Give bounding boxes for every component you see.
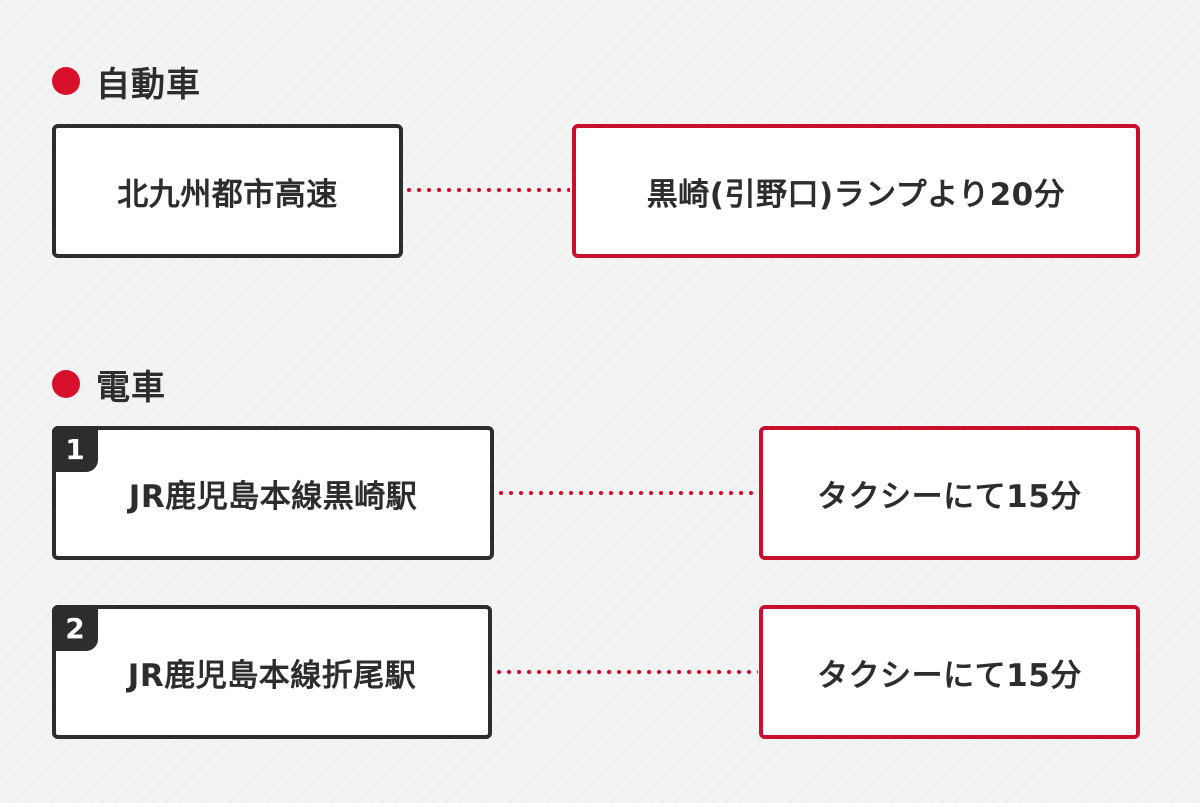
train-route-1-connector-dots [496,491,758,495]
train-route-2-detail-box: タクシーにて15分 [759,605,1140,739]
car-detail-box: 黒崎(引野口)ランプより20分 [572,124,1140,258]
train-route-2-box: 2 JR鹿児島本線折尾駅 [52,605,492,739]
car-route-box: 北九州都市高速 [52,124,403,258]
car-section-heading: 自動車 [52,61,201,105]
car-detail-label: 黒崎(引野口)ランプより20分 [646,176,1066,213]
train-route-2-station: JR鹿児島本線折尾駅 [127,657,417,694]
train-route-2-connector-dots [494,670,758,674]
train-section-heading: 電車 [52,364,166,408]
train-route-1-box: 1 JR鹿児島本線黒崎駅 [52,426,494,560]
route-number-badge: 1 [52,426,98,472]
train-route-1-station: JR鹿児島本線黒崎駅 [128,478,418,515]
route-number-badge: 2 [52,605,98,651]
car-connector-dots [404,188,570,192]
train-route-1-detail-box: タクシーにて15分 [759,426,1140,560]
train-heading-text: 電車 [96,367,166,408]
train-route-2-detail: タクシーにて15分 [817,657,1082,694]
bullet-dot-icon [52,370,80,398]
bullet-dot-icon [52,67,80,95]
car-route-label: 北九州都市高速 [117,176,338,213]
car-heading-text: 自動車 [96,64,201,105]
train-route-1-detail: タクシーにて15分 [817,478,1082,515]
